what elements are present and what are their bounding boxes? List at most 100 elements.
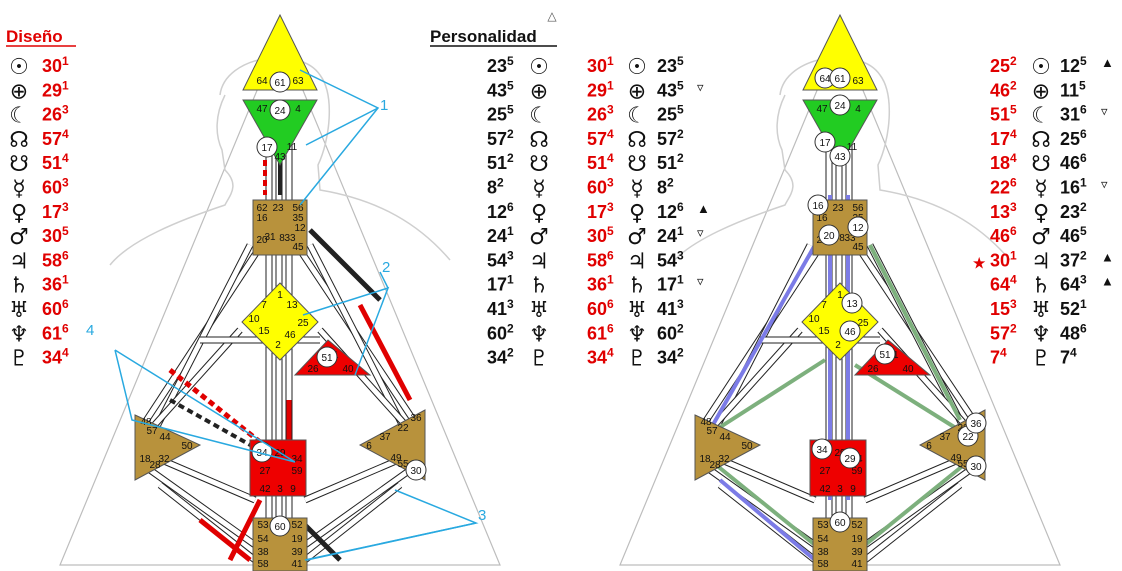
gate-label: 17: [819, 138, 831, 149]
line-number: 1: [607, 78, 614, 92]
gate-label: 62: [256, 203, 268, 214]
activated-gate-circle: [839, 320, 861, 342]
gate-label: 17: [261, 143, 273, 154]
gate-number: 12: [487, 202, 507, 222]
design-activation: 301: [42, 54, 69, 76]
gate-number: 51: [42, 153, 62, 173]
venus-icon: ♀: [1033, 201, 1049, 226]
design-activation: 305: [42, 224, 69, 246]
line-number: 4: [62, 346, 69, 360]
gate-label: 45: [852, 242, 864, 253]
line-number: 6: [507, 200, 514, 214]
line-number: 3: [1010, 297, 1017, 311]
gate-label: 11: [287, 142, 298, 153]
line-number: 2: [677, 151, 684, 165]
spleen-center: [134, 414, 202, 481]
gate-label: 47: [816, 104, 828, 115]
channel: [718, 478, 817, 562]
venus-icon: ♀: [11, 201, 27, 226]
gate-number: 29: [42, 80, 62, 100]
activated-gate-circle: [814, 131, 836, 153]
gate-number: 43: [487, 80, 507, 100]
mercury-icon: ☿: [1034, 177, 1048, 202]
line-number: 2: [677, 346, 684, 360]
gate-label: 43: [834, 152, 846, 163]
line-number: 2: [507, 151, 514, 165]
gate-label: 13: [286, 300, 298, 311]
activated-gate-circle: [874, 343, 896, 365]
line-number: 1: [62, 78, 69, 92]
line-number: 1: [677, 273, 684, 287]
gate-label: 42: [819, 484, 831, 495]
gate-label: 64: [819, 74, 831, 85]
gate-label: 48: [140, 417, 152, 428]
gate-number: 51: [587, 153, 607, 173]
personality-activation: 82: [657, 176, 674, 198]
sun-icon: ☉: [1031, 55, 1051, 80]
sun-icon: ☉: [529, 55, 549, 80]
line-number: 6: [1080, 321, 1087, 335]
gate-number: 11: [1060, 80, 1079, 100]
gate-number: 41: [657, 299, 677, 319]
line-number: 4: [1000, 346, 1007, 360]
gate-label: 37: [939, 432, 951, 443]
gate-number: 46: [1060, 153, 1080, 173]
gate-label: 20: [823, 231, 835, 242]
activated-gate-circle: [818, 224, 840, 246]
personality-activation: 435: [657, 78, 684, 100]
moon-icon: ☾: [1031, 104, 1051, 129]
gate-label: 38: [817, 547, 829, 558]
gate-number: 36: [587, 275, 607, 295]
design-activation: 644: [990, 273, 1017, 295]
design-activation: 173: [42, 200, 69, 222]
line-number: 5: [507, 103, 514, 117]
line-number: 6: [1080, 151, 1087, 165]
line-number: 1: [507, 273, 514, 287]
neptune-icon: ♆: [9, 322, 29, 347]
gate-number: 60: [587, 299, 607, 319]
gate-label: 30: [410, 466, 422, 477]
gate-number: 60: [657, 323, 677, 343]
gate-number: 54: [657, 250, 677, 270]
gate-number: 17: [587, 202, 607, 222]
gate-number: 18: [990, 153, 1010, 173]
channel: [148, 328, 242, 432]
design-activation: 572: [990, 321, 1017, 343]
line-number: 3: [677, 297, 684, 311]
moon-icon: ☾: [627, 104, 647, 129]
gate-number: 23: [657, 56, 677, 76]
design-activation: 252: [990, 54, 1017, 76]
line-number: 3: [607, 176, 614, 190]
gate-label: 1: [277, 290, 283, 301]
gate-label: 22: [397, 423, 409, 434]
personality-header: Personalidad: [430, 27, 537, 46]
gate-number: 54: [487, 250, 507, 270]
line-number: 5: [1010, 103, 1017, 117]
callout-label-2: 2: [382, 259, 390, 276]
channel: [169, 398, 296, 472]
gate-number: 30: [587, 56, 607, 76]
gate-label: 24: [834, 101, 846, 112]
gate-label: 16: [816, 213, 828, 224]
gate-number: 22: [990, 178, 1010, 198]
gate-number: 57: [42, 129, 62, 149]
gate-number: 30: [42, 226, 62, 246]
gate-label: 3: [837, 484, 843, 495]
gate-number: 64: [1060, 275, 1080, 295]
personality-activation: 466: [1060, 151, 1087, 173]
uranus-icon: ♅: [627, 298, 647, 323]
background-layer: [59, 33, 1061, 566]
personality-activation: 235: [657, 54, 684, 76]
earth-icon: ⊕: [1032, 79, 1050, 104]
gate-label: 18: [139, 454, 151, 465]
design-activation: 263: [587, 103, 614, 125]
design-activation: 173: [587, 200, 614, 222]
line-number: 5: [1079, 78, 1086, 92]
harmonic-down-icon: ▿: [697, 79, 704, 94]
gate-label: 28: [149, 460, 161, 471]
line-number: 5: [677, 78, 684, 92]
activated-gate-circle: [841, 292, 863, 314]
gate-label: 40: [342, 364, 354, 375]
callout-line: [114, 349, 296, 463]
